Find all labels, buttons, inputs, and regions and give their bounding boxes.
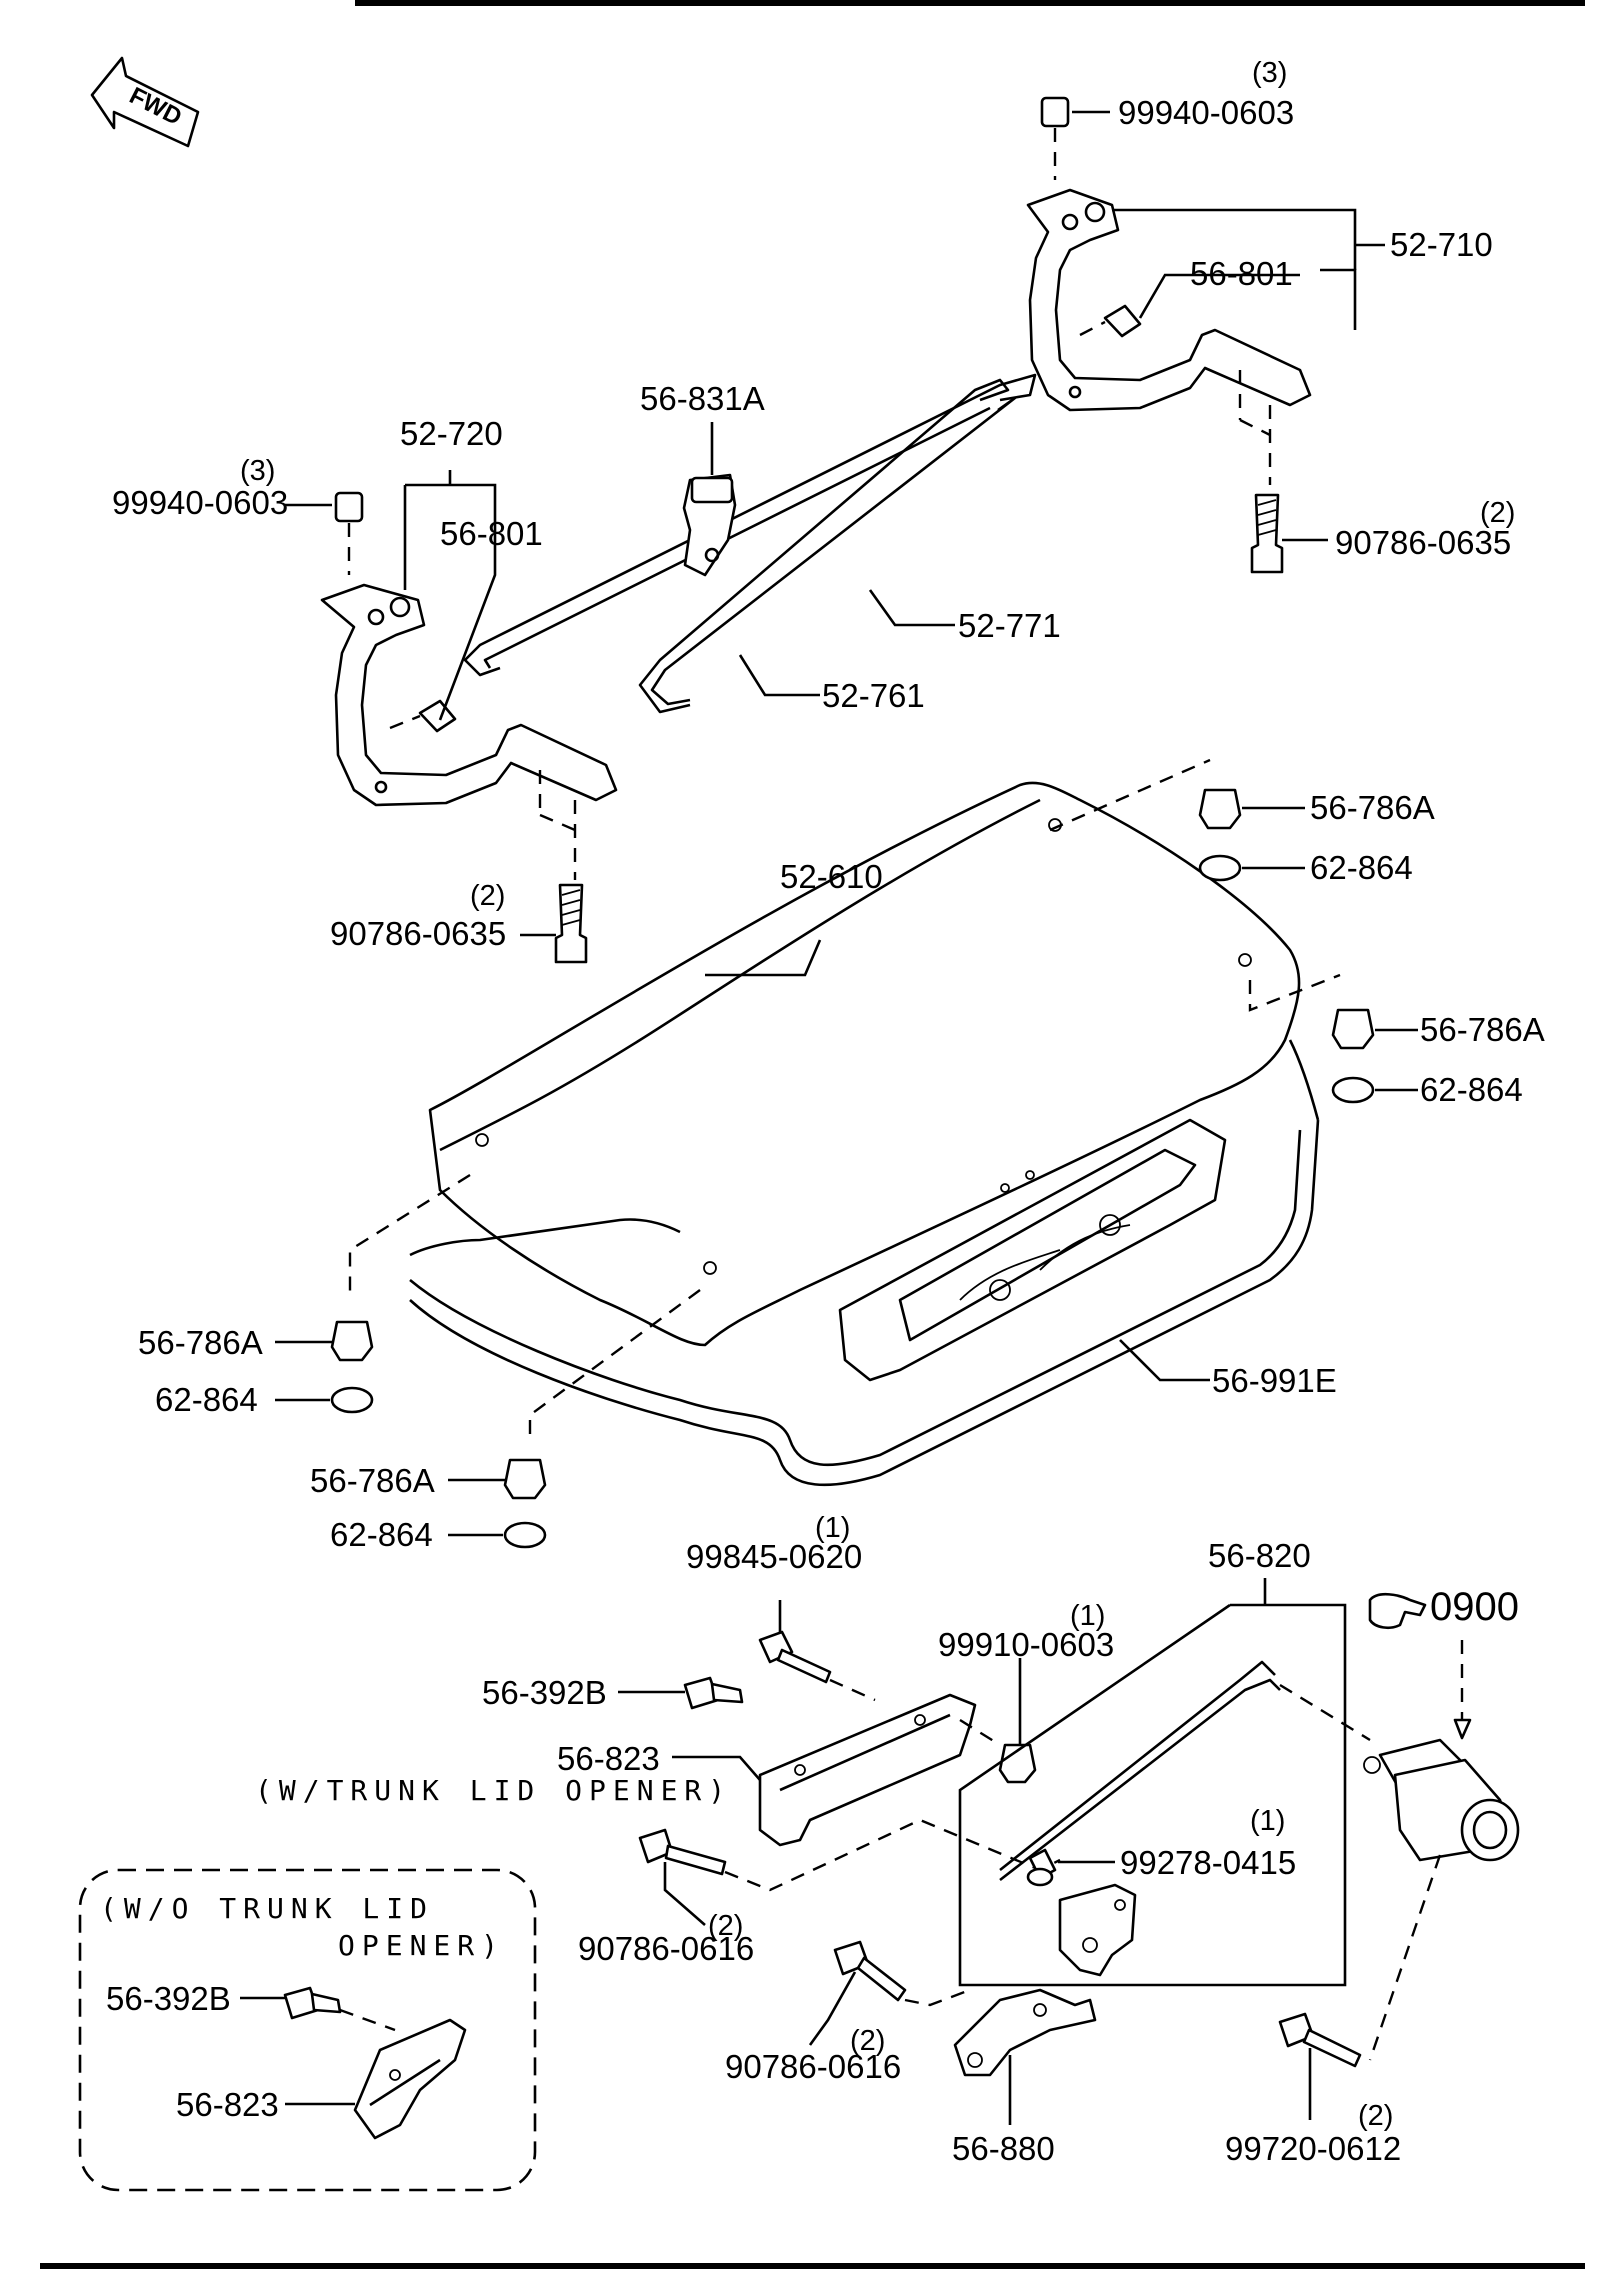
label-56-820: 56-820 (1208, 1537, 1311, 1574)
qty-99845-0620: (1) (815, 1512, 850, 1544)
bumper-56-786a-4 (503, 1458, 547, 1549)
label-99940-0603-left: 99940-0603 (112, 484, 288, 521)
label-90786-0635-right: 90786-0635 (1335, 524, 1511, 561)
rod-56-820 (999, 1660, 1281, 1887)
label-90786-0635-left: 90786-0635 (330, 915, 506, 952)
note-with-trunk-lid-opener: (W/TRUNK LID OPENER) (255, 1774, 732, 1807)
qty-90786-0616-a: (2) (708, 1910, 743, 1942)
reference-hand-icon (1368, 1592, 1427, 1630)
qty-99940-0603-left: (3) (240, 455, 275, 487)
note-without-opener-line2: OPENER) (338, 1929, 505, 1962)
cover-56-823-without-opener (353, 2018, 467, 2140)
key-cylinder (1363, 1738, 1520, 1862)
label-56-880: 56-880 (952, 2130, 1055, 2167)
weatherstrip-56-991e (409, 1039, 1320, 1487)
torsion-bars (463, 373, 1037, 714)
label-56-786a-1: 56-786A (1310, 789, 1435, 826)
qty-99940-0603-right: (3) (1252, 57, 1287, 89)
label-56-991e: 56-991E (1212, 1362, 1337, 1399)
label-62-864-3: 62-864 (155, 1381, 258, 1418)
lock-plate (1058, 1883, 1137, 1977)
pin-56-392b-without-opener (283, 1986, 342, 2020)
qty-99910-0603: (1) (1070, 1600, 1105, 1632)
bolt-99845-0620 (758, 1630, 832, 1684)
nut-99910-0603 (998, 1743, 1037, 1784)
stopper-56-831a (682, 473, 737, 577)
label-52-771: 52-771 (958, 607, 1061, 644)
latch-56-880 (953, 1988, 1097, 2077)
qty-99720-0612: (2) (1358, 2100, 1393, 2132)
note-without-opener-line1: (W/O TRUNK LID (100, 1892, 434, 1925)
label-52-610: 52-610 (780, 858, 883, 895)
label-56-392b-without-opener: 56-392B (106, 1980, 231, 2017)
bolt-99720-0612 (1278, 2012, 1362, 2068)
label-56-786a-2: 56-786A (1420, 1011, 1545, 1048)
reference-0900: 0900 (1430, 1585, 1519, 1629)
label-56-786a-4: 56-786A (310, 1462, 435, 1499)
pin-56-392b (683, 1676, 744, 1710)
qty-90786-0635-right: (2) (1480, 497, 1515, 529)
fwd-arrow-icon: FWD (90, 56, 200, 148)
label-52-720: 52-720 (400, 415, 503, 452)
label-56-801-left: 56-801 (440, 515, 543, 552)
label-56-823-without-opener: 56-823 (176, 2086, 279, 2123)
label-90786-0616-a: 90786-0616 (578, 1930, 754, 1967)
label-52-710: 52-710 (1390, 226, 1493, 263)
label-62-864-4: 62-864 (330, 1516, 433, 1553)
label-62-864-1: 62-864 (1310, 849, 1413, 886)
cover-56-823 (758, 1693, 977, 1847)
label-99845-0620: 99845-0620 (686, 1538, 862, 1575)
qty-90786-0616-b: (2) (850, 2025, 885, 2057)
bolt-90786-0616-a (638, 1828, 727, 1876)
label-62-864-2: 62-864 (1420, 1071, 1523, 1108)
trunk-lid (428, 781, 1301, 1347)
label-90786-0616-b: 90786-0616 (725, 2048, 901, 2085)
qty-99278-0415: (1) (1250, 1805, 1285, 1837)
bumper-56-786a-3 (330, 1320, 374, 1414)
label-52-761: 52-761 (822, 677, 925, 714)
right-hinge (1026, 96, 1312, 574)
qty-90786-0635-left: (2) (470, 880, 505, 912)
label-56-786a-3: 56-786A (138, 1324, 263, 1361)
label-56-823: 56-823 (557, 1740, 660, 1777)
label-99720-0612: 99720-0612 (1225, 2130, 1401, 2167)
label-56-801-right: 56-801 (1190, 255, 1293, 292)
bolt-90786-0616-b (833, 1940, 907, 2002)
label-99940-0603-right: 99940-0603 (1118, 94, 1294, 131)
without-opener-inset (78, 1868, 537, 2192)
trunk-lid-inner-panel (838, 1118, 1227, 1382)
label-56-392b: 56-392B (482, 1674, 607, 1711)
label-99278-0415: 99278-0415 (1120, 1844, 1296, 1881)
label-56-831a: 56-831A (640, 380, 765, 417)
label-99910-0603: 99910-0603 (938, 1626, 1114, 1663)
bumper-56-786a-1 (1198, 788, 1242, 882)
left-hinge (320, 491, 618, 964)
bumper-56-786a-2 (1331, 1008, 1375, 1104)
